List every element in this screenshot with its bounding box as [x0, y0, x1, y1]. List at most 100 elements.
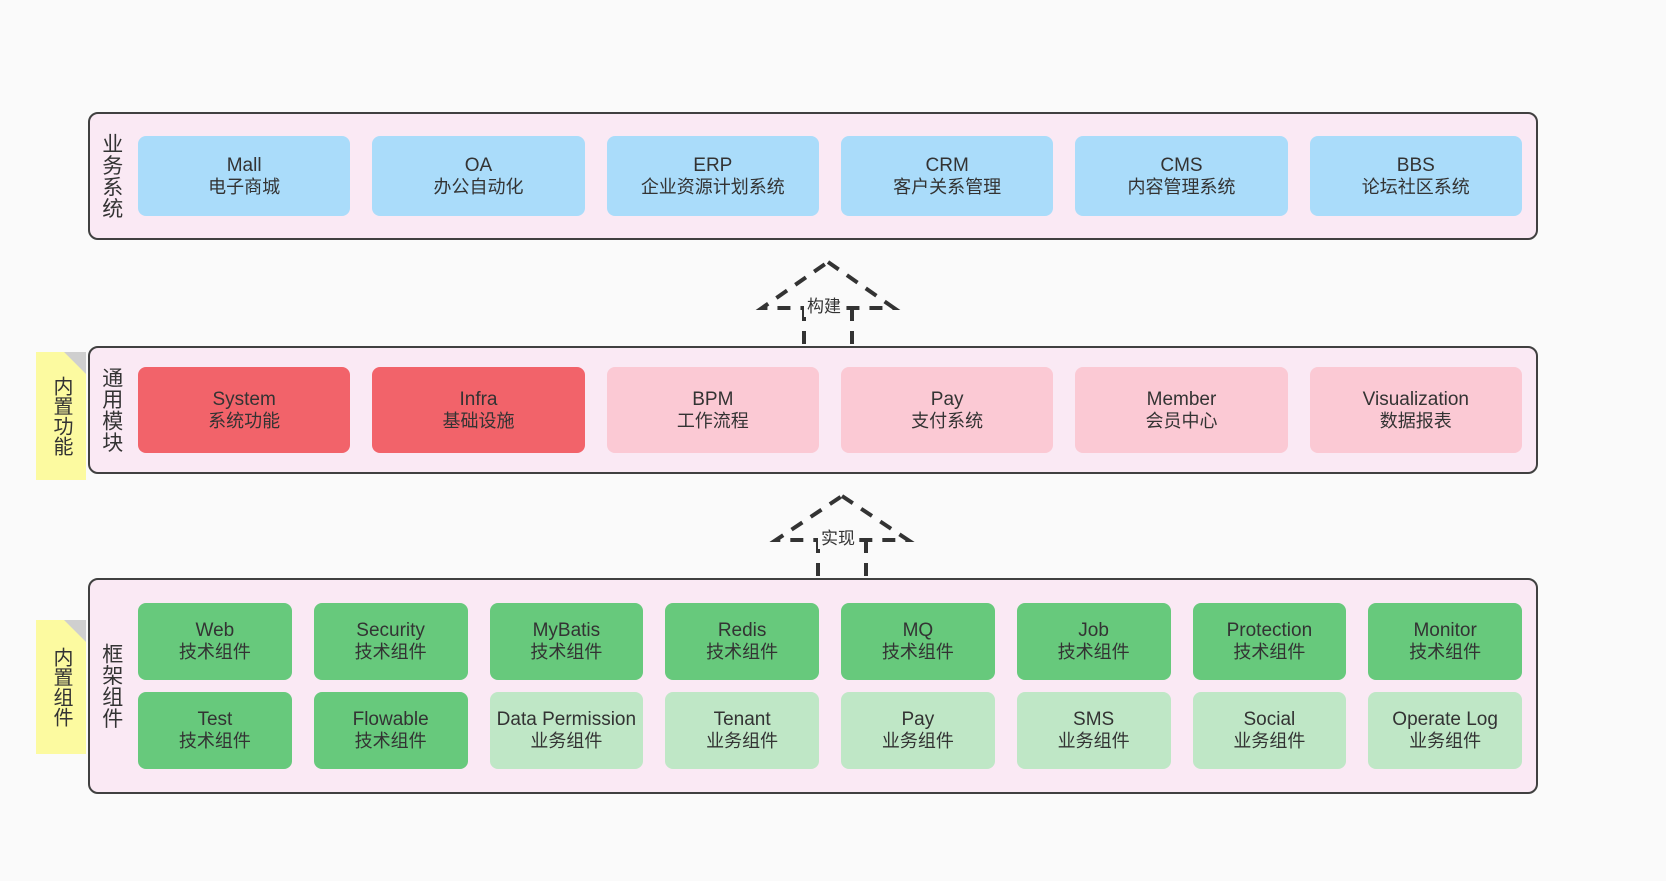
node-subtitle: 技术组件	[178, 642, 251, 663]
node-title: Infra	[459, 388, 498, 410]
arrow-build-label: 构建	[804, 292, 844, 317]
node-title: Data Permission	[496, 709, 637, 731]
layer-common-title: 通用模块	[99, 367, 123, 453]
node-subtitle: 基础设施	[442, 410, 515, 431]
node-subtitle: 业务组件	[530, 731, 603, 752]
node-subtitle: 业务组件	[1409, 731, 1482, 752]
node-title: Job	[1078, 620, 1109, 642]
layer-framework-title: 框架组件	[99, 643, 123, 729]
node-subtitle: 系统功能	[208, 410, 281, 431]
node-subtitle: 论坛社区系统	[1361, 176, 1470, 197]
node-title: Visualization	[1362, 388, 1469, 410]
node-subtitle: 技术组件	[530, 642, 603, 663]
node-title: Web	[195, 620, 235, 642]
node-title: BPM	[692, 388, 734, 410]
node-subtitle: 技术组件	[354, 731, 427, 752]
node-title: Social	[1243, 709, 1296, 731]
node-title: Monitor	[1413, 620, 1477, 642]
node-title: SMS	[1073, 709, 1115, 731]
node-title: Flowable	[352, 709, 429, 731]
node-title: Protection	[1226, 620, 1313, 642]
node-title: Pay	[901, 709, 935, 731]
node-subtitle: 工作流程	[676, 410, 749, 431]
node-subtitle: 技术组件	[706, 642, 779, 663]
node-title: Test	[197, 709, 233, 731]
node-subtitle: 业务组件	[1233, 731, 1306, 752]
node-subtitle: 客户关系管理	[893, 176, 1002, 197]
node-title: CRM	[925, 154, 969, 176]
arrow-implement-label: 实现	[818, 524, 858, 549]
node-title: ERP	[693, 154, 733, 176]
node-subtitle: 支付系统	[911, 410, 984, 431]
node-subtitle: 技术组件	[178, 731, 251, 752]
node-subtitle: 内容管理系统	[1127, 176, 1236, 197]
note-built-in-features: 内置功能	[36, 352, 86, 480]
arrow-implement: 实现	[769, 492, 915, 576]
node-title: Security	[356, 620, 425, 642]
node-title: Mall	[226, 154, 262, 176]
layer-business-title: 业务系统	[99, 133, 123, 219]
node-subtitle: 业务组件	[706, 731, 779, 752]
node-subtitle: 技术组件	[354, 642, 427, 663]
node-subtitle: 业务组件	[881, 731, 954, 752]
node-title: Tenant	[713, 709, 771, 731]
node-title: BBS	[1396, 154, 1435, 176]
node-subtitle: 电子商城	[208, 176, 281, 197]
node-subtitle: 技术组件	[1409, 642, 1482, 663]
node-title: Pay	[930, 388, 964, 410]
node-subtitle: 技术组件	[881, 642, 954, 663]
node-title: CMS	[1160, 154, 1203, 176]
node-title: OA	[464, 154, 493, 176]
node-title: Redis	[717, 620, 767, 642]
node-subtitle: 会员中心	[1145, 410, 1218, 431]
node-title: System	[212, 388, 276, 410]
node-subtitle: 数据报表	[1379, 410, 1452, 431]
node-title: Member	[1146, 388, 1217, 410]
node-subtitle: 企业资源计划系统	[640, 176, 785, 197]
node-subtitle: 技术组件	[1233, 642, 1306, 663]
note-fold-icon	[64, 620, 86, 642]
node-subtitle: 技术组件	[1057, 642, 1130, 663]
node-subtitle: 业务组件	[1057, 731, 1130, 752]
node-title: Operate Log	[1392, 709, 1498, 731]
note-built-in-components: 内置组件	[36, 620, 86, 754]
